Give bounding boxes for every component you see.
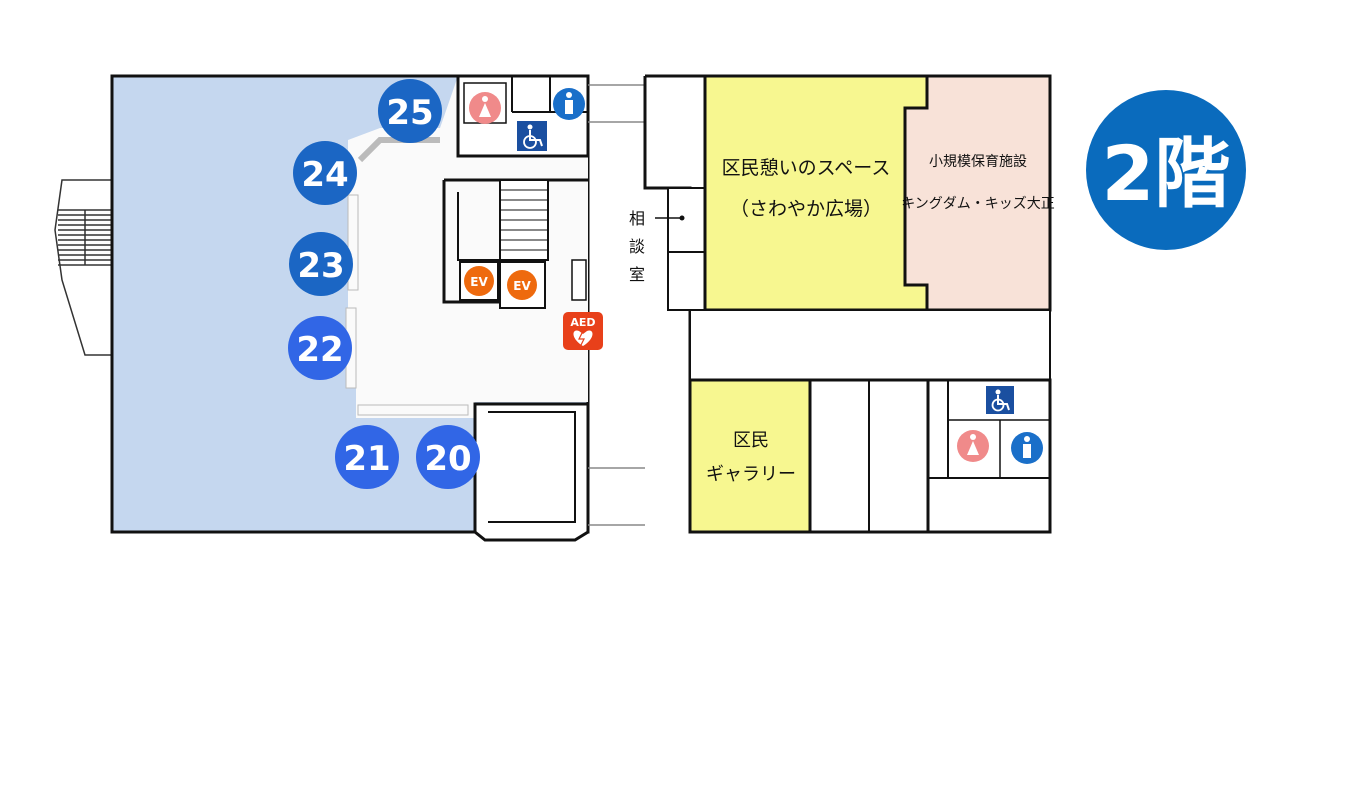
marker-23[interactable]: 23 bbox=[289, 232, 353, 296]
svg-text:20: 20 bbox=[424, 439, 471, 479]
consult-label-3: 室 bbox=[629, 265, 645, 284]
floor-badge-text: 2階 bbox=[1102, 129, 1231, 218]
svg-text:EV: EV bbox=[470, 275, 488, 289]
gallery-label-line2: ギャラリー bbox=[706, 464, 796, 485]
nursery-label-line1: 小規模保育施設 bbox=[929, 154, 1027, 170]
marker-22[interactable]: 22 bbox=[288, 316, 352, 380]
svg-text:EV: EV bbox=[513, 279, 531, 293]
male-restroom-icon bbox=[1011, 432, 1043, 464]
nursery-label-line2: キングダム・キッズ大正 bbox=[901, 196, 1055, 212]
consult-label-2: 談 bbox=[629, 237, 645, 256]
consult-label-1: 相 bbox=[629, 209, 645, 228]
marker-21[interactable]: 21 bbox=[335, 425, 399, 489]
svg-text:24: 24 bbox=[301, 155, 348, 195]
marker-25[interactable]: 25 bbox=[378, 79, 442, 143]
marker-24[interactable]: 24 bbox=[293, 141, 357, 205]
female-restroom-icon bbox=[469, 92, 501, 124]
gallery-label-line1: 区民 bbox=[733, 430, 769, 451]
svg-text:23: 23 bbox=[297, 246, 344, 286]
svg-text:22: 22 bbox=[296, 330, 343, 370]
svg-text:AED: AED bbox=[570, 316, 595, 329]
wheelchair-icon bbox=[986, 386, 1014, 414]
male-restroom-icon bbox=[553, 88, 585, 120]
svg-text:21: 21 bbox=[343, 439, 390, 479]
svg-text:25: 25 bbox=[386, 93, 433, 133]
exterior-stair bbox=[54, 179, 112, 356]
wheelchair-icon bbox=[517, 121, 547, 151]
floor-badge: 2階 bbox=[1086, 90, 1246, 250]
elevator-icon: EV bbox=[507, 270, 537, 300]
plaza-label-line2: （さわやか広場） bbox=[730, 198, 882, 220]
plaza-label-line1: 区民憩いのスペース bbox=[722, 157, 891, 179]
aed-icon: AED bbox=[563, 312, 603, 350]
female-restroom-icon bbox=[957, 430, 989, 462]
elevator-icon: EV bbox=[464, 266, 494, 296]
marker-20[interactable]: 20 bbox=[416, 425, 480, 489]
